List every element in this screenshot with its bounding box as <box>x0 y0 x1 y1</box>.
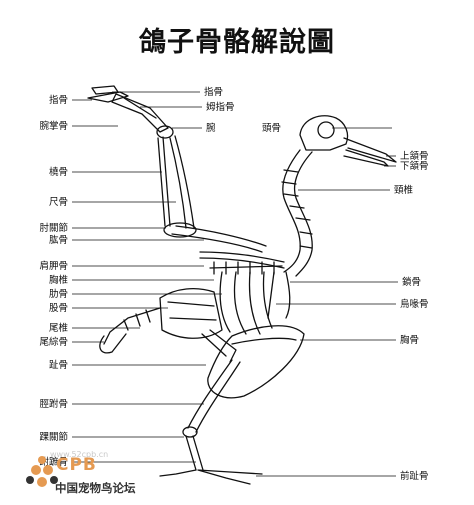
ankle-bone <box>182 426 198 438</box>
label-sternum: 胸骨 <box>400 335 420 346</box>
wing-phalanges-bone-2 <box>91 85 119 95</box>
watermark-brand: CPB <box>56 455 97 475</box>
tarsometatarsus-bone-b <box>192 435 204 471</box>
label-lower-mandible: 下頷骨 <box>400 161 429 172</box>
label-tarsometatarsus: 跗蹠骨 <box>39 457 68 468</box>
label-elbow-joint: 肘關節 <box>39 223 68 234</box>
ulna-bone <box>169 137 187 229</box>
watermark-name: 中国宠物鸟论坛 <box>55 481 136 495</box>
wing-phalanges-bone <box>87 91 129 103</box>
carpometacarpus-inner <box>123 97 157 119</box>
label-pygostyle: 尾綜骨 <box>39 337 68 348</box>
label-ilium: 股骨 <box>48 303 68 314</box>
label-cervical-vertebrae: 頸椎 <box>394 185 414 196</box>
femur-bone <box>209 329 237 363</box>
coracoid-bone <box>267 271 275 319</box>
carpometacarpus-bone <box>111 93 169 133</box>
cpb-logo-icon <box>26 456 58 487</box>
femur-bone-b <box>201 333 227 357</box>
skull-bone <box>299 115 349 151</box>
label-skull: 頭骨 <box>262 123 282 134</box>
label-ribs: 肋骨 <box>48 289 68 300</box>
watermark-url: www.52cpb.cn <box>50 450 109 459</box>
tibiotarsus-bone-b <box>195 361 241 433</box>
diagram-title: 鴿子骨骼解說圖 <box>139 27 335 58</box>
rib-bones <box>219 271 273 335</box>
front-toe-bones <box>197 469 263 485</box>
label-coracoid: 烏喙骨 <box>400 299 429 310</box>
label-front-toe: 前趾骨 <box>400 471 429 482</box>
ulna-bone-b <box>174 135 195 229</box>
eye-socket <box>317 121 335 139</box>
label-upper-mandible: 上頷骨 <box>400 151 429 162</box>
neck-vertebrae <box>282 149 301 273</box>
label-wrist: 腕 <box>206 123 216 134</box>
label-carpometacarpus: 腕掌骨 <box>39 121 68 132</box>
label-alula: 姆指骨 <box>206 102 235 113</box>
label-tibiotarsus: 脛跗骨 <box>39 399 68 410</box>
label-scapula: 肩胛骨 <box>39 261 68 272</box>
sternum-bone <box>207 325 305 399</box>
thoracic-spine <box>209 265 283 269</box>
pelvis-bone <box>159 287 223 339</box>
clavicle-bone <box>285 271 291 319</box>
label-ulna: 尺骨 <box>48 197 68 208</box>
label-humerus: 肱骨 <box>48 235 68 246</box>
label-clavicle: 鎖骨 <box>402 277 422 288</box>
humerus-bone-b <box>175 225 267 247</box>
radius-bone <box>157 137 166 227</box>
upper-beak-bone <box>343 137 397 163</box>
label-ankle-joint: 踝關節 <box>39 432 68 443</box>
tibiotarsus-bone <box>187 359 233 429</box>
tarsometatarsus-bone <box>185 435 197 471</box>
radius-bone-b <box>162 136 171 227</box>
label-femur: 趾骨 <box>48 360 68 371</box>
lower-beak-bone <box>343 149 389 167</box>
label-thoracic-vertebrae: 胸椎 <box>48 275 68 286</box>
label-phalanges-top: 指骨 <box>204 87 224 98</box>
tail-vertebrae <box>103 307 161 345</box>
neck-vertebrae-b <box>293 151 313 277</box>
scapula-bone <box>199 251 285 263</box>
elbow-bone <box>163 222 197 238</box>
pygostyle-bone <box>99 333 127 354</box>
label-phalanges-left: 指骨 <box>48 95 68 106</box>
humerus-bone <box>171 233 263 253</box>
hind-toe-bone <box>159 469 197 477</box>
label-caudal-vertebrae: 尾椎 <box>48 323 68 334</box>
wrist-bone <box>156 125 174 139</box>
label-radius: 橈骨 <box>48 167 68 178</box>
